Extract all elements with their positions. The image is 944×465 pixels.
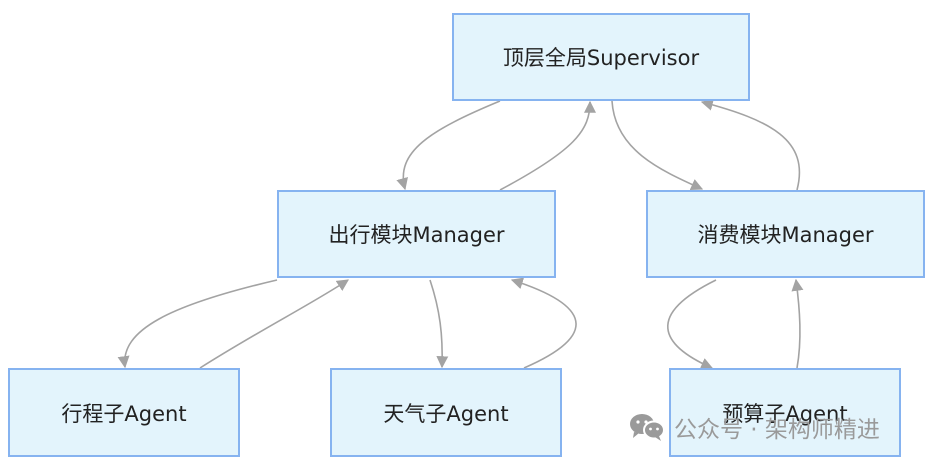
edge-budget-to-spend xyxy=(791,278,804,369)
node-itinerary-agent: 行程子Agent xyxy=(8,368,240,457)
node-top-supervisor: 顶层全局Supervisor xyxy=(452,13,750,101)
edge-top-to-spend xyxy=(611,100,704,191)
node-weather-agent: 天气子Agent xyxy=(330,368,562,457)
edge-spend-to-budget xyxy=(667,279,717,370)
node-travel-label: 出行模块Manager xyxy=(328,223,505,247)
wechat-icon xyxy=(630,414,665,441)
edge-travel-to-top xyxy=(499,100,596,191)
edge-top-to-travel xyxy=(396,100,501,191)
node-spend-label: 消费模块Manager xyxy=(697,223,874,247)
edge-spend-to-top xyxy=(700,98,801,191)
node-budget-label: 预算子Agent xyxy=(722,401,848,426)
watermark: 公众号 · 架构师精进 xyxy=(628,410,880,444)
node-travel-manager: 出行模块Manager xyxy=(277,190,556,278)
node-budget-agent: 预算子Agent xyxy=(669,368,901,457)
node-top-label: 顶层全局Supervisor xyxy=(502,46,700,70)
node-itinerary-label: 行程子Agent xyxy=(61,401,187,426)
node-weather-label: 天气子Agent xyxy=(383,401,509,426)
edge-travel-to-itinerary xyxy=(117,279,278,369)
edge-itinerary-to-travel xyxy=(199,279,350,369)
watermark-text: 公众号 · 架构师精进 xyxy=(674,417,880,443)
edge-travel-to-weather xyxy=(429,279,449,369)
node-spend-manager: 消费模块Manager xyxy=(646,190,925,278)
edge-weather-to-travel xyxy=(510,277,577,369)
